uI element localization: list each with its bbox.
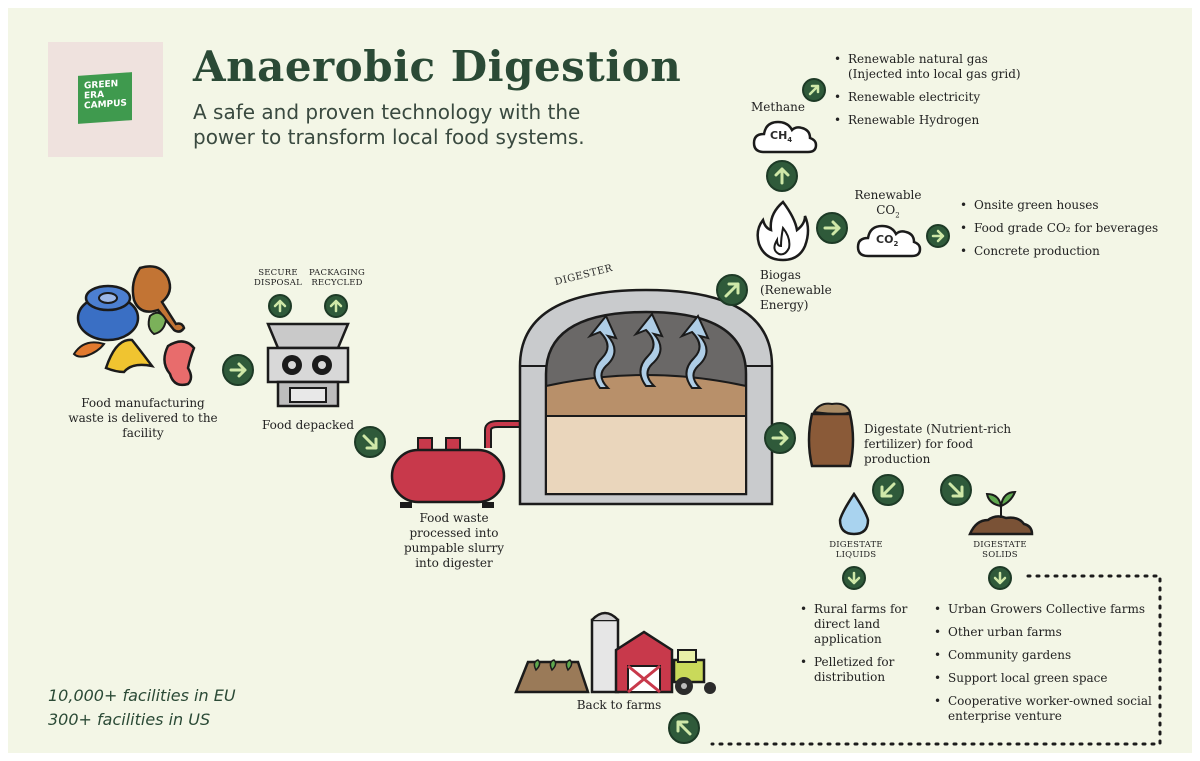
arrow-solids-down <box>988 566 1012 590</box>
solid-uses-list: Urban Growers Collective farms Other urb… <box>934 602 1154 732</box>
liquid-uses-list: Rural farms for direct land application … <box>800 602 918 693</box>
digestate-label: Digestate (Nutrient-rich fertilizer) for… <box>864 422 1012 466</box>
list-item: Renewable Hydrogen <box>834 113 1034 128</box>
page-title: Anaerobic Digestion <box>193 42 682 91</box>
arrow-to-liquids <box>872 474 904 506</box>
arrow-up-right-icon <box>808 84 820 96</box>
arrow-packaging-recycled <box>324 294 348 318</box>
ch4-formula: CH4 <box>770 129 792 144</box>
food-waste-label: Food manufacturing waste is delivered to… <box>68 396 218 440</box>
facility-stats: 10,000+ facilities in EU 300+ facilities… <box>48 684 236 732</box>
arrow-right-icon <box>229 362 247 378</box>
list-item: Community gardens <box>934 648 1154 663</box>
page-subtitle: A safe and proven technology with the po… <box>193 100 585 149</box>
arrow-up-icon <box>273 299 287 313</box>
arrow-to-solids <box>940 474 972 506</box>
logo-container: GREEN ERA CAMPUS <box>48 42 163 157</box>
co2-uses-list: Onsite green houses Food grade CO₂ for b… <box>960 198 1180 267</box>
arrow-right-icon <box>771 430 789 446</box>
arrow-down-right-icon <box>362 434 378 450</box>
list-item: Food grade CO₂ for beverages <box>960 221 1180 236</box>
digestate-liquids-label: DIGESTATE LIQUIDS <box>829 540 883 560</box>
co2-formula: CO2 <box>876 233 898 248</box>
ch4-text: CH <box>770 129 788 142</box>
arrow-to-methane <box>766 160 798 192</box>
soil-sprout-icon <box>968 490 1034 536</box>
arrow-to-tank <box>354 426 386 458</box>
stat-us: 300+ facilities in US <box>48 710 211 729</box>
arrow-down-right-icon <box>948 482 964 498</box>
arrow-to-biogas <box>716 274 748 306</box>
list-item: Pelletized for distribution <box>800 655 918 685</box>
arrow-to-depacker <box>222 354 254 386</box>
arrow-up-icon <box>329 299 343 313</box>
arrow-to-co2-uses <box>926 224 950 248</box>
list-item: Cooperative worker-owned social enterpri… <box>934 694 1154 724</box>
co2-label-subscript: 2 <box>895 211 900 220</box>
farm-illustration-icon <box>514 611 716 695</box>
food-depacked-label: Food depacked <box>261 418 354 432</box>
packaging-recycled-label: PACKAGING RECYCLED <box>309 268 365 288</box>
methane-uses-list: Renewable natural gas (Injected into loc… <box>834 52 1034 136</box>
list-item: Other urban farms <box>934 625 1154 640</box>
arrow-down-left-icon <box>880 482 896 498</box>
ch4-subscript: 4 <box>787 136 793 145</box>
arrow-up-icon <box>774 167 790 185</box>
arrow-to-methane-uses <box>802 78 826 102</box>
list-item: Onsite green houses <box>960 198 1180 213</box>
flame-icon <box>756 200 810 262</box>
arrow-down-icon <box>993 571 1007 585</box>
list-item: Rural farms for direct land application <box>800 602 918 647</box>
slurry-label: Food waste processed into pumpable slurr… <box>403 511 505 570</box>
list-item: Renewable natural gas (Injected into loc… <box>834 52 1034 82</box>
stat-eu: 10,000+ facilities in EU <box>48 686 236 705</box>
co2-cloud-icon <box>856 224 922 258</box>
food-waste-icon <box>72 265 196 387</box>
fertilizer-bag-icon <box>807 402 855 468</box>
arrow-secure-disposal <box>268 294 292 318</box>
secure-disposal-label: SECURE DISPOSAL <box>254 268 302 288</box>
list-item: Renewable electricity <box>834 90 1034 105</box>
methane-cloud-icon <box>752 120 818 154</box>
logo-line: CAMPUS <box>84 98 127 112</box>
arrow-to-digestate <box>764 422 796 454</box>
back-to-farms-label: Back to farms <box>576 698 662 712</box>
depacker-machine-icon <box>266 322 350 408</box>
slurry-tank-icon <box>390 420 524 508</box>
arrow-liquids-down <box>842 566 866 590</box>
list-item: Support local green space <box>934 671 1154 686</box>
water-drop-icon <box>838 492 870 536</box>
renewable-text: Renewable <box>854 188 922 202</box>
digestate-solids-label: DIGESTATE SOLIDS <box>973 540 1027 560</box>
green-era-campus-logo: GREEN ERA CAMPUS <box>78 72 132 124</box>
co2-label-text: CO <box>876 203 896 217</box>
arrow-down-icon <box>847 571 861 585</box>
co2-text: CO <box>876 233 894 246</box>
infographic: GREEN ERA CAMPUS Anaerobic Digestion A s… <box>8 8 1192 753</box>
digester-tank-icon <box>518 288 774 506</box>
arrow-to-co2 <box>816 212 848 244</box>
arrow-back-to-farms <box>668 712 700 744</box>
methane-label: Methane <box>751 100 805 114</box>
list-item: Urban Growers Collective farms <box>934 602 1154 617</box>
arrow-up-left-icon <box>676 720 692 736</box>
arrow-right-icon <box>931 229 945 243</box>
co2-subscript: 2 <box>893 240 899 249</box>
arrow-up-right-icon <box>724 282 740 298</box>
list-item: Concrete production <box>960 244 1180 259</box>
biogas-label: Biogas (Renewable Energy) <box>760 268 832 312</box>
arrow-right-icon <box>823 220 841 236</box>
